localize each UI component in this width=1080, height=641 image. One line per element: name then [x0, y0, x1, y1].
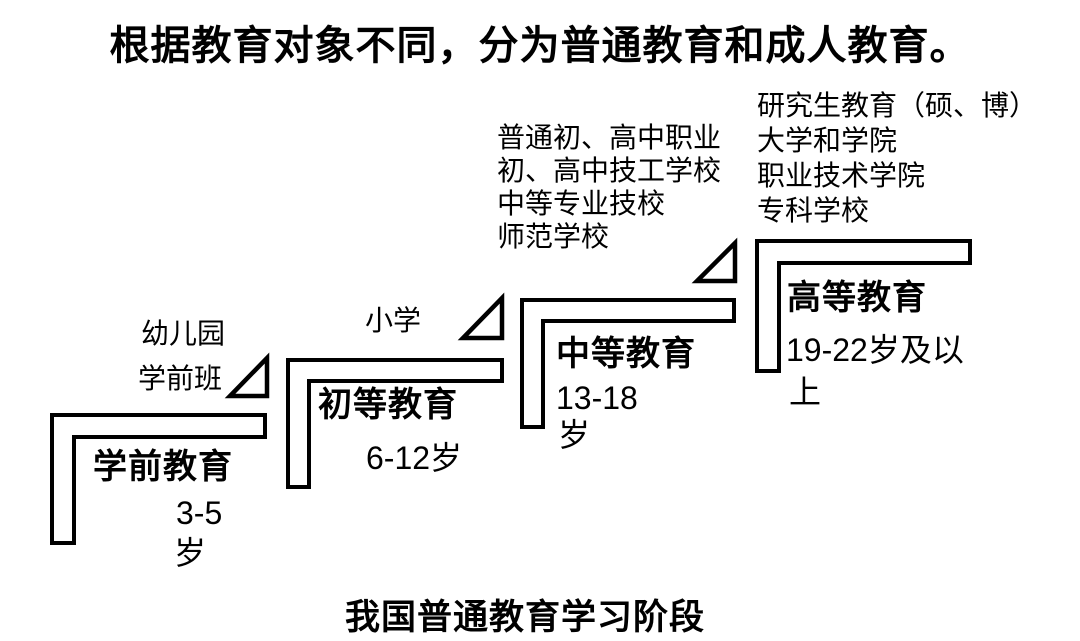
kindergarten-label: 幼儿园 [141, 318, 226, 349]
step-ramp-icon-higher [691, 237, 738, 284]
secondary-age-range: 13-18 [556, 380, 638, 416]
primary-school-label: 小学 [365, 305, 422, 336]
higher-institutions-list: 研究生教育（硕、博） 大学和学院 职业技术学院 专科学校 [757, 88, 1037, 228]
preschool-step-bracket [50, 413, 267, 545]
preschool-age-unit: 岁 [174, 535, 207, 571]
diagram-caption: 我国普通教育学习阶段 [345, 598, 706, 637]
institution-item: 普通初、高中职业 [497, 122, 722, 153]
institution-item: 大学和学院 [757, 125, 898, 156]
diagram-title: 根据教育对象不同，分为普通教育和成人教育。 [109, 24, 971, 68]
higher-step-bracket [755, 239, 972, 373]
primary-step-label: 初等教育 [318, 386, 458, 424]
higher-step-label: 高等教育 [787, 279, 927, 317]
institution-item: 初、高中技工学校 [497, 155, 722, 186]
secondary-institutions-list: 普通初、高中职业 初、高中技工学校 中等专业技校 师范学校 [497, 121, 721, 253]
higher-age-range: 19-22岁及以 [786, 332, 964, 368]
preschool-age-range: 3-5 [176, 495, 223, 531]
primary-step-bracket [286, 358, 504, 489]
secondary-age-unit: 岁 [558, 417, 591, 453]
preschool-step-label: 学前教育 [93, 448, 233, 486]
step-ramp-icon-preschool [224, 352, 270, 399]
institution-item: 师范学校 [497, 221, 610, 252]
secondary-step-bracket [520, 298, 736, 429]
institution-item: 中等专业技校 [497, 188, 666, 219]
preschool-class-label: 学前班 [138, 363, 223, 394]
institution-item: 研究生教育（硕、博） [757, 90, 1038, 121]
institution-item: 职业技术学院 [757, 160, 926, 191]
institution-item: 专科学校 [757, 195, 870, 226]
step-ramp-icon-primary [457, 292, 505, 341]
higher-age-range-cont: 上 [789, 374, 822, 410]
secondary-step-label: 中等教育 [556, 335, 696, 373]
primary-age-range: 6-12岁 [366, 440, 463, 476]
